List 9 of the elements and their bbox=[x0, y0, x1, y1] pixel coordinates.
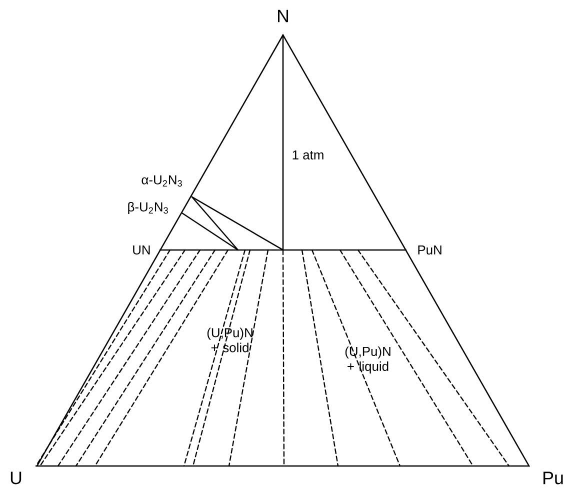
compound-label: β-U$_{2}$N$_{3}$ bbox=[128, 202, 168, 214]
compound-label: α-U$_{2}$N$_{3}$ bbox=[142, 175, 182, 187]
vertex-label: U bbox=[10, 472, 22, 484]
vertex-label: N bbox=[278, 10, 288, 22]
phase-region-label: (U,Pu)N + liquid bbox=[345, 346, 390, 374]
compound-label: PuN bbox=[418, 245, 442, 254]
pressure-label: 1 atm bbox=[292, 150, 324, 160]
vertex-label: Pu bbox=[544, 472, 563, 484]
compound-label: UN bbox=[133, 245, 150, 254]
